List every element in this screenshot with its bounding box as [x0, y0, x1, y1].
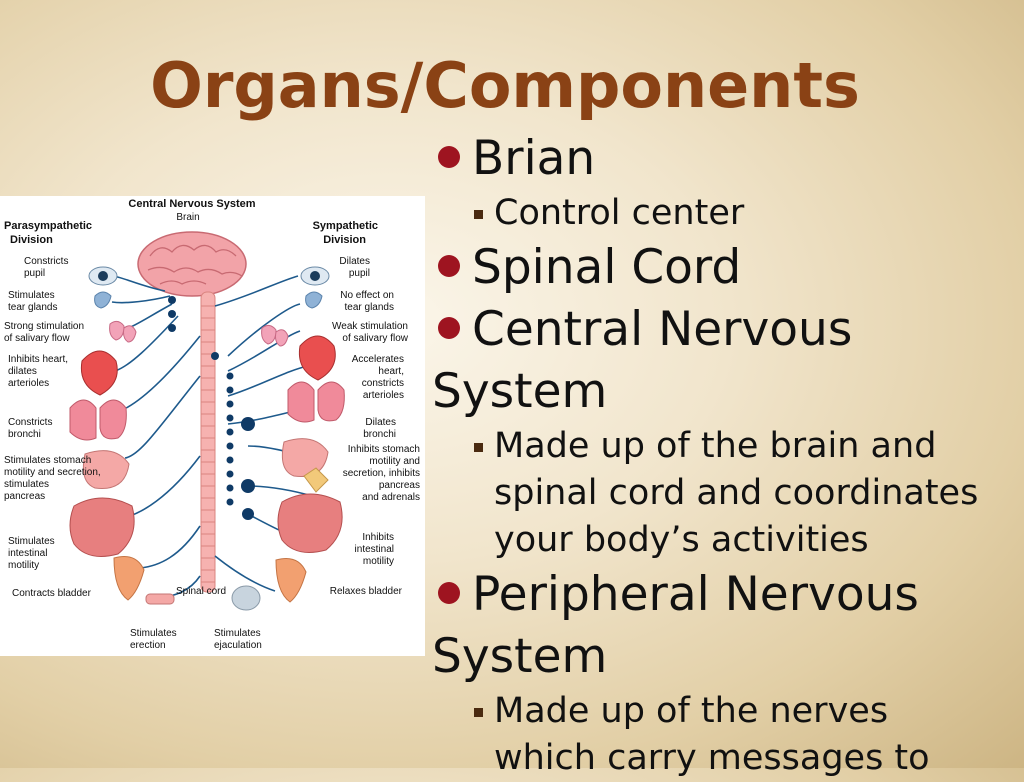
label-text: pancreas [4, 491, 45, 502]
label-text: Stimulates stomach [4, 455, 91, 466]
sub-bullet-control-center: Control center [432, 190, 1024, 237]
label-text: of salivary flow [342, 333, 408, 344]
sub-bullet-square [474, 443, 483, 452]
bullet-list: Brian Control center Spinal Cord Central… [432, 128, 1024, 782]
label-text: intestinal [8, 548, 47, 559]
spinal-cord-label: Spinal cord [176, 586, 226, 597]
label-text: Constricts [8, 417, 52, 428]
label-text: motility [363, 556, 394, 567]
label-text: secretion, inhibits [343, 468, 420, 479]
label-text: bronchi [363, 429, 396, 440]
label-text: heart, [378, 366, 404, 377]
diagram-brain-label: Brain [176, 212, 199, 223]
label-text: Stimulates [8, 536, 55, 547]
label-text: motility [8, 560, 39, 571]
label-text: Stimulates [214, 628, 261, 639]
brain-illustration [137, 231, 247, 297]
label-text: tear glands [345, 302, 394, 313]
label-text: erection [130, 640, 166, 651]
label-text: Weak stimulation [332, 321, 408, 332]
bullet-pns: Peripheral Nervous [438, 567, 919, 622]
sub-bullet-square [474, 708, 483, 717]
left-division-title-1: Parasympathetic [4, 220, 92, 232]
label-text: No effect on [340, 290, 394, 301]
label-text: motility and [369, 456, 420, 467]
diagram-svg: Central Nervous System Brain Parasympath… [4, 198, 420, 651]
label-text: Contracts bladder [12, 588, 92, 599]
label-text: intestinal [355, 544, 394, 555]
sub-bullet-cns-desc: Made up of the brain and [432, 423, 1024, 470]
label-text: arterioles [8, 378, 49, 389]
label-text: pancreas [379, 480, 420, 491]
label-text: pupil [349, 268, 370, 279]
slide-title: Organs/Components [150, 49, 860, 122]
label-text: Inhibits [362, 532, 394, 543]
label-text: of salivary flow [4, 333, 70, 344]
right-division-title-2: Division [323, 234, 366, 246]
label-text: Inhibits stomach [348, 444, 420, 455]
nervous-system-diagram: Central Nervous System Brain Parasympath… [0, 196, 425, 656]
label-text: Strong stimulation [4, 321, 84, 332]
spinal-cord-illustration [200, 291, 216, 593]
bullet-cns-wrap: System [432, 364, 608, 419]
label-text: tear glands [8, 302, 57, 313]
right-division-title-1: Sympathetic [313, 220, 378, 232]
ganglia [168, 296, 255, 520]
label-text: stimulates [4, 479, 49, 490]
label-text: Relaxes bladder [330, 586, 403, 597]
label-text: dilates [8, 366, 37, 377]
bullet-brain: Brian [438, 131, 596, 186]
right-organs [231, 266, 345, 611]
label-text: motility and secretion, [4, 467, 101, 478]
bullet-spinal-cord: Spinal Cord [438, 240, 742, 295]
left-organs [69, 266, 175, 605]
label-text: Constricts [24, 256, 68, 267]
label-text: constricts [362, 378, 404, 389]
diagram-header: Central Nervous System [128, 198, 255, 210]
label-text: arterioles [363, 390, 404, 401]
label-text: Dilates [365, 417, 396, 428]
label-text: Stimulates [8, 290, 55, 301]
label-text: ejaculation [214, 640, 262, 651]
label-text: Inhibits heart, [8, 354, 68, 365]
label-text: pupil [24, 268, 45, 279]
label-text: and adrenals [362, 492, 420, 503]
left-division-title-2: Division [10, 234, 53, 246]
label-text: Dilates [339, 256, 370, 267]
sub-bullet-pns-desc-line2: which carry messages to [494, 738, 930, 778]
label-text: Stimulates [130, 628, 177, 639]
bullet-cns: Central Nervous [438, 302, 853, 357]
sub-bullet-square [474, 210, 483, 219]
sub-bullet-pns-desc: Made up of the nerves [432, 688, 1024, 735]
label-text: bronchi [8, 429, 41, 440]
sub-bullet-cns-desc-line3: your body’s activities [494, 520, 869, 560]
sub-bullet-cns-desc-line2: spinal cord and coordinates [494, 473, 979, 513]
bullet-pns-wrap: System [432, 629, 608, 684]
label-text: Accelerates [352, 354, 404, 365]
